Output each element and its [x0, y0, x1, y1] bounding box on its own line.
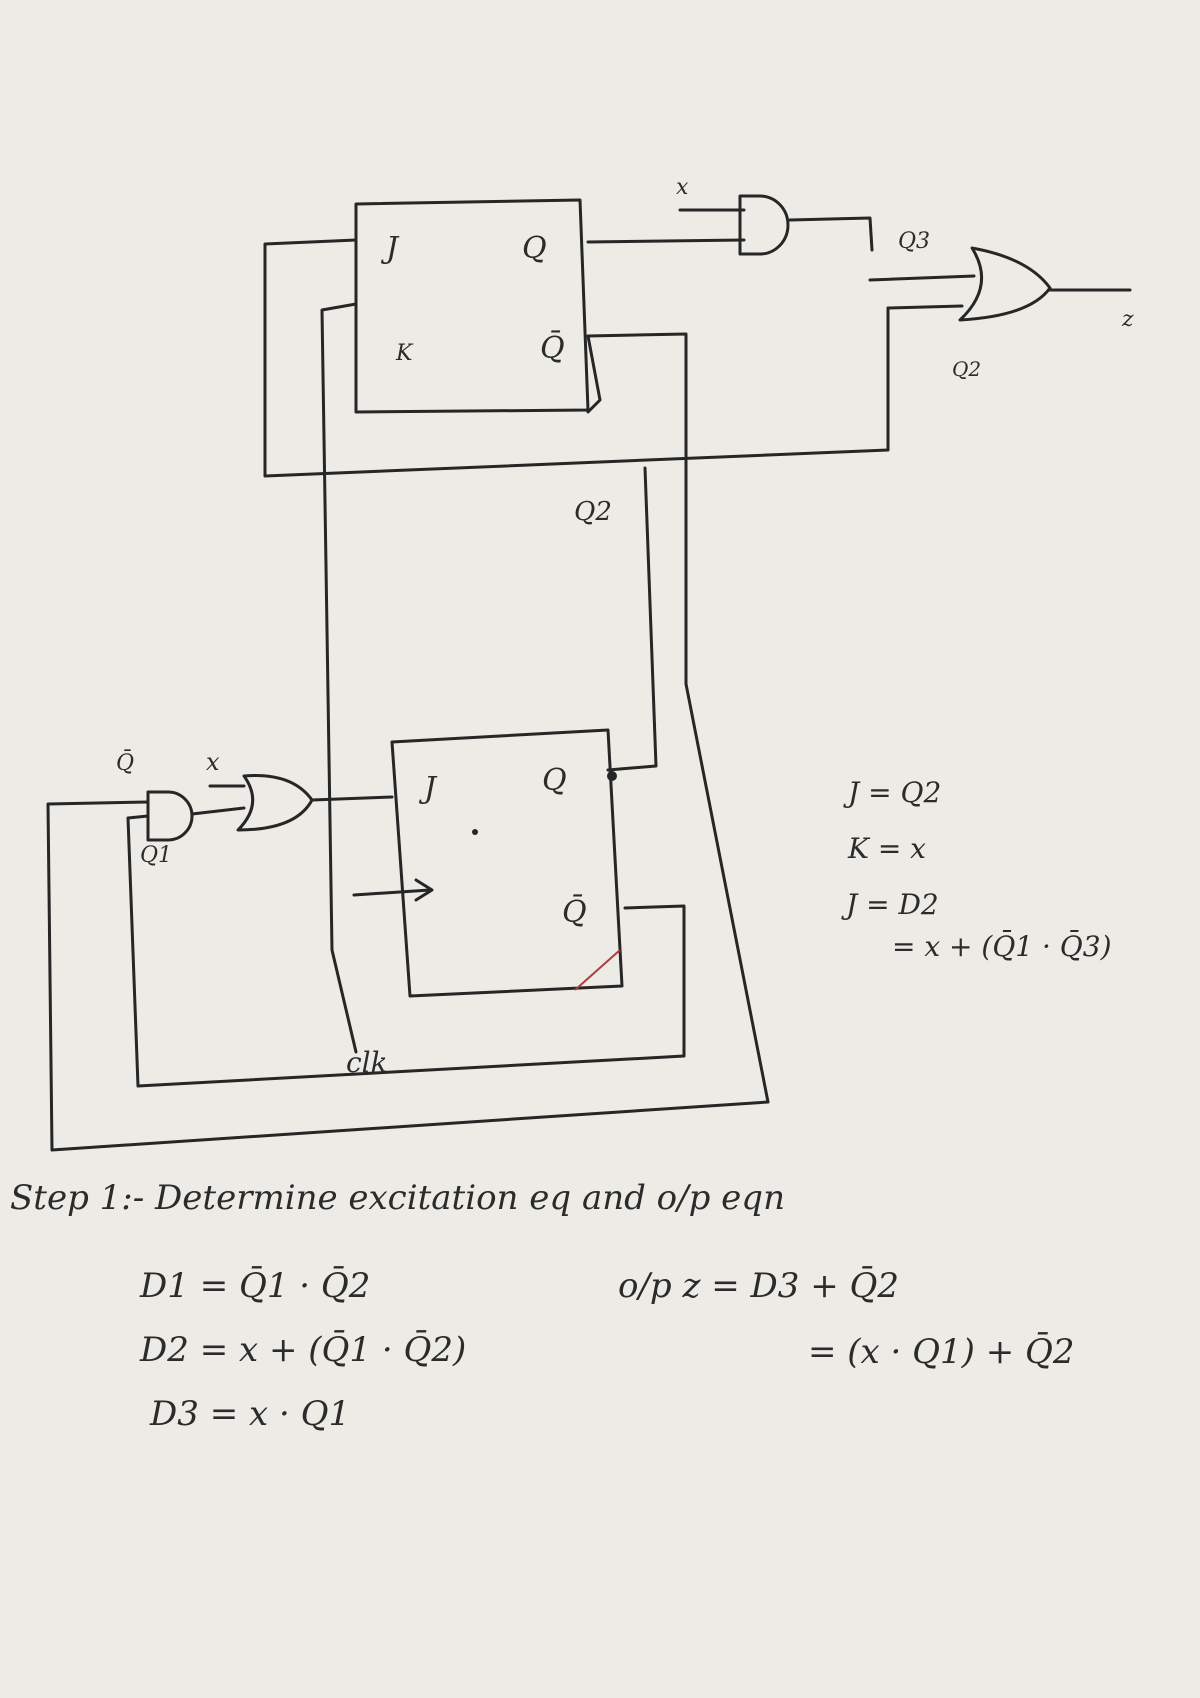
stray-dot — [472, 829, 478, 835]
bottom-and-gate — [146, 790, 194, 842]
equation-d3: D3 = x · Q1 — [150, 1394, 351, 1434]
wire-top-qbar-out — [586, 332, 770, 1104]
label-q3: Q3 — [898, 229, 930, 254]
side-note-j: J = Q2 — [848, 776, 942, 809]
equation-d2: D2 = x + (Q̄1 · Q̄2) — [140, 1330, 467, 1370]
label-q2-line: Q2 — [574, 497, 612, 527]
top-ff-k-label: K — [395, 341, 414, 366]
side-note-k: K = x — [848, 832, 926, 865]
label-z: z — [1121, 307, 1134, 332]
label-clk: clk — [346, 1046, 388, 1079]
top-ff-j-label: J — [380, 231, 400, 266]
wire-q3-to-or — [868, 274, 976, 282]
label-q2bar-bottom: Q̄ — [116, 749, 134, 776]
junction-dot — [607, 771, 617, 781]
wire-and-to-or — [190, 806, 246, 816]
top-ff-q-label: Q — [522, 231, 547, 266]
wire-q2-down — [606, 466, 658, 772]
top-and-gate — [738, 194, 790, 256]
wire-top-qbar-return — [586, 334, 602, 414]
side-note-j-d2: J = D2 — [846, 888, 939, 921]
wire-clk-to-top-ff — [320, 302, 358, 1054]
bottom-ff-j-label: J — [418, 771, 438, 806]
label-q2-or: Q2 — [952, 357, 981, 381]
wire-or-lower-input — [886, 304, 964, 310]
bottom-flipflop-box — [390, 728, 624, 998]
label-q1: Q1 — [140, 843, 172, 868]
output-equation: o/p z = D3 + Q̄2 — [618, 1266, 900, 1306]
step-heading: Step 1:- Determine excitation eq and o/p… — [10, 1178, 785, 1218]
stray-red-mark — [574, 949, 621, 991]
equation-d1: D1 = Q̄1 · Q̄2 — [140, 1266, 371, 1306]
top-ff-qbar-label: Q̄ — [540, 330, 565, 366]
wire-q2-feedback-loop — [263, 238, 890, 478]
output-equation-expanded: = (x · Q1) + Q̄2 — [808, 1332, 1075, 1372]
wire-clk-arrowhead — [414, 878, 434, 902]
label-x-bottom: x — [206, 748, 220, 776]
wire-or-to-j — [310, 795, 394, 802]
wire-top-q-to-and — [586, 238, 746, 244]
bottom-ff-q-label: Q — [542, 763, 567, 798]
side-note-d2-expr: = x + (Q̄1 · Q̄3) — [892, 930, 1112, 963]
wire-bottom-qbar-loop — [126, 814, 686, 1088]
label-x-top: x — [676, 175, 689, 200]
wire-bottom-outer-loop — [46, 800, 770, 1152]
bottom-ff-qbar-label: Q̄ — [562, 894, 587, 930]
wire-and-to-q3 — [788, 216, 874, 252]
bottom-or-gate — [236, 774, 314, 832]
top-or-gate — [958, 246, 1052, 322]
wire-clk-arrow — [352, 888, 432, 897]
